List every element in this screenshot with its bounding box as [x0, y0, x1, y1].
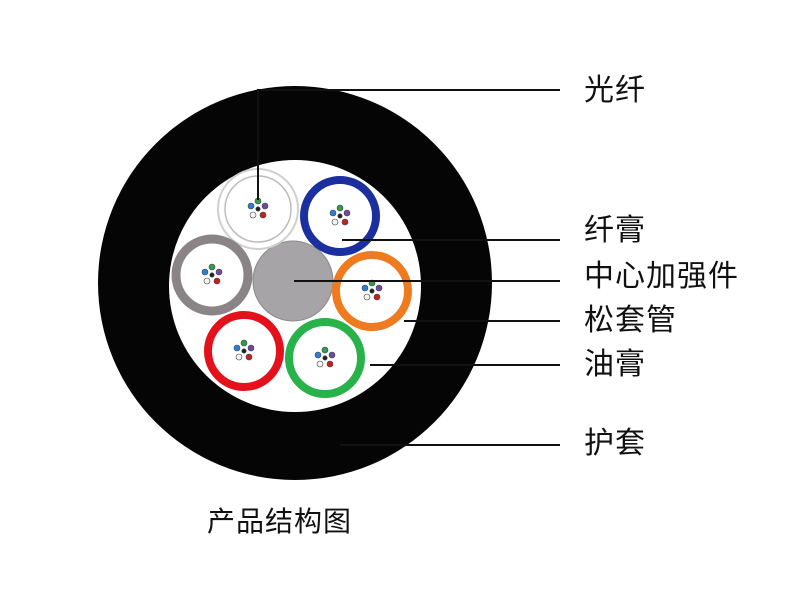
label-center-strength-member: 中心加强件	[584, 259, 739, 294]
fiber-core	[249, 211, 257, 219]
fiber-core	[233, 344, 241, 352]
fiber-core	[337, 213, 343, 219]
label-sheath: 护套	[584, 426, 646, 461]
fiber-core	[240, 339, 248, 347]
fiber-core	[314, 351, 322, 359]
label-fiber: 光纤	[584, 73, 646, 108]
fiber-core	[331, 218, 339, 226]
fiber-core	[215, 268, 223, 276]
fiber-core	[241, 348, 247, 354]
fiber-core	[213, 277, 221, 285]
fiber-core	[235, 353, 243, 361]
fiber-core	[328, 351, 336, 359]
fiber-core	[329, 209, 337, 217]
label-fiber-gel: 纤膏	[584, 213, 646, 248]
fiber-core	[341, 218, 349, 226]
fiber-core	[316, 360, 324, 368]
fiber-core	[321, 346, 329, 354]
fiber-core	[245, 353, 253, 361]
fiber-core	[209, 272, 215, 278]
callout-line-fiber	[257, 89, 560, 200]
fiber-core	[375, 284, 383, 292]
fiber-core	[201, 268, 209, 276]
fiber-core	[203, 277, 211, 285]
fiber-core	[369, 288, 375, 294]
fiber-core	[322, 355, 328, 361]
label-loose-tube: 松套管	[584, 303, 677, 338]
callout-lines	[257, 89, 560, 446]
fiber-core	[326, 360, 334, 368]
fiber-core	[336, 204, 344, 212]
fiber-core	[247, 202, 255, 210]
label-cable-gel: 油膏	[584, 347, 646, 382]
fiber-core	[208, 263, 216, 271]
fiber-core	[259, 211, 267, 219]
fiber-bundles	[201, 197, 383, 368]
fiber-core	[373, 293, 381, 301]
fiber-core	[261, 202, 269, 210]
fiber-core	[255, 206, 261, 212]
fiber-core	[247, 344, 255, 352]
fiber-core	[343, 209, 351, 217]
diagram-caption: 产品结构图	[207, 505, 353, 538]
fiber-core	[361, 284, 369, 292]
fiber-core	[363, 293, 371, 301]
